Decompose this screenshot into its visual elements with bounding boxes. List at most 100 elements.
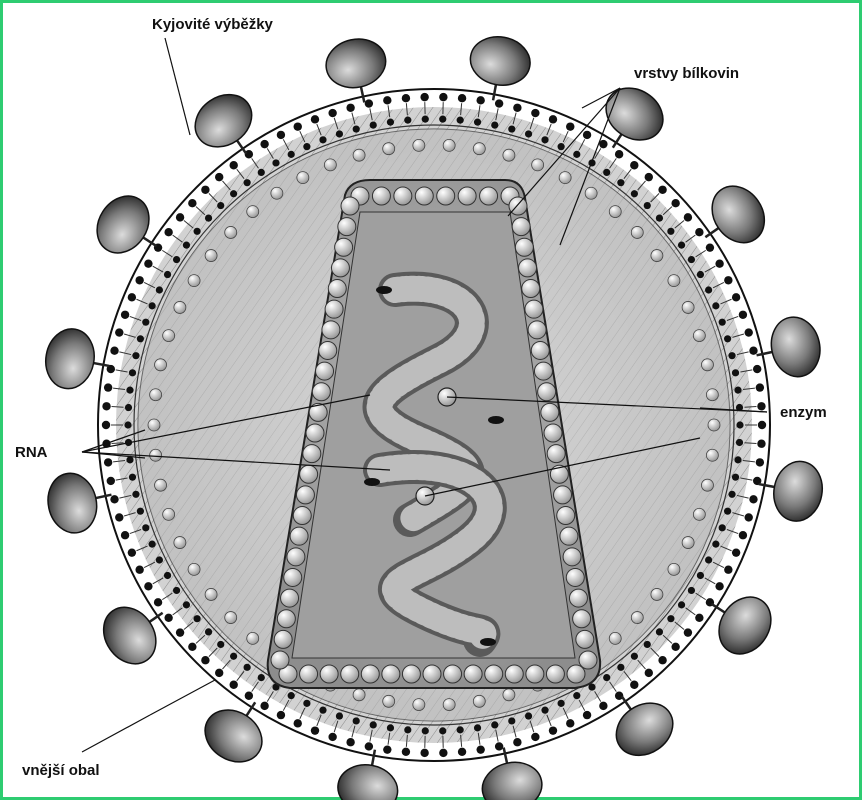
lipid-head [183,601,190,608]
matrix-bead [155,479,167,491]
lipid-head [288,151,295,158]
lipid-head [215,669,223,677]
lipid-head [402,94,410,102]
lipid-head [188,643,196,651]
lipid-head [671,199,679,207]
capsid-bead [290,527,308,545]
lipid-head [319,136,326,143]
spike-knob [334,760,402,800]
lipid-head [695,614,703,622]
lipid-head [144,260,152,268]
lipid-head [458,94,466,102]
capsid-bead [335,238,353,256]
lipid-head [732,548,740,556]
lipid-head [749,347,757,355]
lipid-head [404,726,411,733]
lipid-head [684,213,692,221]
lipid-head [124,421,131,428]
lipid-head [603,169,610,176]
matrix-bead [383,143,395,155]
lipid-head [230,681,238,689]
matrix-bead [324,159,336,171]
capsid-bead [531,341,549,359]
lipid-head [531,109,539,117]
matrix-bead [609,632,621,644]
lipid-head [558,143,565,150]
matrix-bead [708,419,720,431]
lipid-head [736,421,743,428]
lipid-head [753,365,761,373]
matrix-bead [174,537,186,549]
lipid-head [734,456,741,463]
lipid-head [757,402,765,410]
lipid-head [104,383,112,391]
lipid-head [336,130,343,137]
lipid-head [132,352,139,359]
lipid-head [525,130,532,137]
lipid-head [336,712,343,719]
lipid-head [201,656,209,664]
lipid-head [173,587,180,594]
lipid-head [739,311,747,319]
spike-knob [322,34,391,94]
lipid-head [319,707,326,714]
lipid-head [508,717,515,724]
lipid-head [756,458,764,466]
lipid-head [495,742,503,750]
lipid-head [383,96,391,104]
spike-knob [466,32,534,90]
lipid-head [104,458,112,466]
capsid-bead [316,362,334,380]
capsid-bead [579,651,597,669]
lipid-head [176,213,184,221]
lipid-head [671,643,679,651]
lipid-head [353,125,360,132]
lipid-tail [744,443,756,444]
matrix-bead [155,359,167,371]
matrix-bead [693,330,705,342]
matrix-bead [353,149,365,161]
lipid-head [102,421,110,429]
lipid-head [164,271,171,278]
matrix-bead [148,419,160,431]
lipid-head [402,748,410,756]
lipid-head [244,179,251,186]
label-outer-envelope: vnější obal [22,762,100,779]
capsid-bead [274,630,292,648]
lipid-head [549,115,557,123]
matrix-bead [701,479,713,491]
capsid-bead [547,445,565,463]
lipid-head [277,131,285,139]
matrix-bead [188,563,200,575]
matrix-bead [163,508,175,520]
matrix-bead [297,172,309,184]
lipid-head [757,440,765,448]
capsid-bead [567,665,585,683]
matrix-bead [174,301,186,313]
lipid-head [684,628,692,636]
lipid-head [457,726,464,733]
matrix-bead [503,149,515,161]
lipid-head [115,513,123,521]
lipid-head [724,508,731,515]
lipid-head [272,159,279,166]
lipid-head [745,513,753,521]
lipid-head [149,302,156,309]
lipid-head [176,628,184,636]
matrix-bead [559,172,571,184]
lipid-head [749,495,757,503]
matrix-bead [188,275,200,287]
capsid-bead [480,187,498,205]
lipid-head [724,566,732,574]
capsid-bead [300,665,318,683]
capsid-bead [566,568,584,586]
lipid-head [121,531,129,539]
lipid-head [128,548,136,556]
lipid-head [615,150,623,158]
lipid-tail [112,443,124,444]
capsid-bead [303,445,321,463]
lipid-head [756,383,764,391]
matrix-bead [701,359,713,371]
lipid-head [164,228,172,236]
lipid-head [215,173,223,181]
